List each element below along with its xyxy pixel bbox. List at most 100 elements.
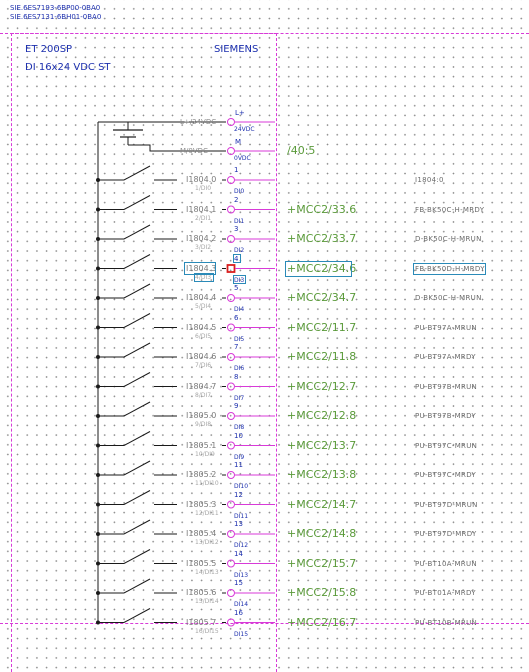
contact-blade[interactable] bbox=[123, 254, 151, 269]
channel-sub-address: 15/DI14 bbox=[195, 598, 219, 605]
input-terminal[interactable] bbox=[227, 589, 235, 597]
contact-blade[interactable] bbox=[123, 165, 151, 181]
signal-symbol: PU-BT97D-MRUN bbox=[415, 500, 478, 509]
channel-address: I1805.2 bbox=[186, 470, 217, 479]
cross-reference: +MCC2/14.7 bbox=[287, 497, 357, 511]
input-terminal[interactable] bbox=[227, 559, 235, 568]
contact-blade[interactable] bbox=[123, 608, 151, 623]
cross-reference: +MCC2/11.7 bbox=[287, 320, 357, 334]
input-terminal[interactable] bbox=[227, 441, 235, 450]
channel-address: I1805.0 bbox=[186, 411, 217, 420]
input-terminal[interactable] bbox=[227, 618, 235, 627]
selection-box-sub-address[interactable] bbox=[194, 272, 214, 282]
cross-reference: +MCC2/33.6 bbox=[287, 202, 357, 216]
input-terminal[interactable] bbox=[227, 205, 235, 214]
input-terminal[interactable] bbox=[227, 500, 235, 509]
contact-blade[interactable] bbox=[123, 224, 151, 240]
contact-blade[interactable] bbox=[123, 283, 151, 299]
input-terminal[interactable] bbox=[227, 530, 235, 538]
module-frame[interactable] bbox=[11, 33, 277, 672]
terminal-number: 16 bbox=[234, 608, 243, 617]
channel-address: I1805.1 bbox=[186, 440, 217, 450]
di-channel-label: DI5 bbox=[234, 335, 245, 343]
terminal-number: 15 bbox=[234, 579, 243, 587]
input-terminal[interactable] bbox=[227, 353, 235, 361]
supply-rating: 0VDC bbox=[234, 155, 251, 162]
terminal-number: 9 bbox=[234, 402, 239, 410]
signal-symbol: PU-BT97C-MRUN bbox=[415, 441, 478, 450]
contact-blade[interactable] bbox=[123, 431, 151, 446]
channel-sub-address: 1/DI0 bbox=[195, 185, 212, 192]
contact-blade[interactable] bbox=[123, 372, 151, 387]
di-channel-label: DI13 bbox=[234, 571, 249, 579]
terminal-number: 7 bbox=[234, 343, 239, 351]
cross-reference: +MCC2/12.7 bbox=[287, 379, 357, 393]
input-terminal[interactable] bbox=[227, 471, 235, 479]
signal-symbol: D-BK50C-H-MRUN bbox=[415, 294, 482, 302]
input-terminal[interactable] bbox=[227, 235, 235, 243]
channel-sub-address: 7/DI6 bbox=[195, 362, 212, 369]
channel-address: I1805.5 bbox=[186, 558, 217, 568]
signal-symbol: PU-BT01A-MRDY bbox=[415, 589, 476, 597]
channel-sub-address: 9/DI8 bbox=[195, 421, 212, 428]
contact-blade[interactable] bbox=[123, 490, 151, 505]
channel-address: I1804.6 bbox=[186, 352, 217, 361]
input-terminal[interactable] bbox=[227, 176, 235, 184]
channel-sub-address: 5/DI4 bbox=[195, 303, 212, 310]
cross-reference: +MCC2/13.7 bbox=[287, 438, 357, 452]
contact-blade[interactable] bbox=[123, 342, 151, 358]
di-channel-label: DI4 bbox=[234, 306, 245, 313]
channel-sub-address: 3/DI2 bbox=[195, 244, 212, 251]
cross-reference: +MCC2/34.7 bbox=[287, 291, 357, 304]
channel-address: I1804.3 bbox=[186, 263, 217, 273]
terminal-number: 6 bbox=[234, 313, 239, 322]
signal-symbol: FB-BK50D-H-MRDY bbox=[415, 264, 485, 273]
selection-box-xref[interactable] bbox=[285, 260, 352, 277]
contact-blade[interactable] bbox=[123, 460, 151, 476]
channel-address: I1805.3 bbox=[186, 499, 217, 509]
input-terminal-selected[interactable] bbox=[226, 264, 236, 273]
input-terminal[interactable] bbox=[227, 382, 235, 391]
channel-sub-address: 13/DI12 bbox=[195, 539, 219, 546]
contact-blade[interactable] bbox=[123, 401, 151, 417]
channel-sub-address: 16/DI15 bbox=[195, 627, 219, 635]
supply-terminal-name: L+ bbox=[235, 109, 245, 117]
input-terminal[interactable] bbox=[227, 412, 235, 420]
cross-reference: +MCC2/12.8 bbox=[287, 409, 357, 422]
cross-reference: +MCC2/33.7 bbox=[287, 232, 357, 245]
order-number: SIE.6ES7193-6BP00-0BA0 bbox=[10, 4, 101, 12]
di-channel-label: DI14 bbox=[234, 601, 249, 608]
supply-terminal[interactable] bbox=[227, 118, 235, 126]
channel-sub-address: 6/DI5 bbox=[195, 332, 212, 340]
cross-reference: +MCC2/11.8 bbox=[287, 350, 357, 363]
supply-terminal[interactable] bbox=[227, 147, 235, 155]
selection-box-terminal[interactable] bbox=[233, 253, 241, 263]
order-numbers: SIE.6ES7193-6BP00-0BA0 SIE.6ES7131-6BH01… bbox=[10, 4, 101, 22]
channel-address: I1805.4 bbox=[186, 529, 217, 538]
contact-blade[interactable] bbox=[123, 549, 151, 564]
order-number: SIE.6ES7131-6BH01-0BA0 bbox=[10, 13, 102, 21]
channel-address: I1804.7 bbox=[186, 381, 217, 391]
supply-terminal-name: M bbox=[235, 138, 242, 146]
cross-reference: +MCC2/14.8 bbox=[287, 527, 357, 540]
terminal-number: 4 bbox=[234, 254, 239, 263]
selection-box-di[interactable] bbox=[233, 274, 246, 284]
di-channel-label: DI1 bbox=[234, 217, 245, 225]
supply-m-wire[interactable] bbox=[128, 144, 226, 152]
di-channel-label: DI2 bbox=[234, 247, 245, 254]
selection-box-symbol[interactable] bbox=[413, 262, 486, 275]
terminal-number: 11 bbox=[234, 461, 243, 469]
terminal-number: 13 bbox=[234, 520, 243, 528]
contact-blade[interactable] bbox=[123, 313, 151, 328]
page-border-bottom bbox=[0, 623, 529, 624]
input-terminal[interactable] bbox=[227, 294, 235, 302]
terminal-number: 8 bbox=[234, 372, 239, 381]
selection-box-address[interactable] bbox=[184, 261, 216, 275]
contact-blade[interactable] bbox=[123, 195, 151, 210]
contact-blade[interactable] bbox=[123, 519, 151, 535]
contact-blade[interactable] bbox=[123, 578, 151, 594]
module-type: DI 16x24 VDC ST bbox=[25, 62, 111, 73]
input-terminal[interactable] bbox=[227, 323, 235, 332]
channel-address: I1804.4 bbox=[186, 293, 217, 302]
